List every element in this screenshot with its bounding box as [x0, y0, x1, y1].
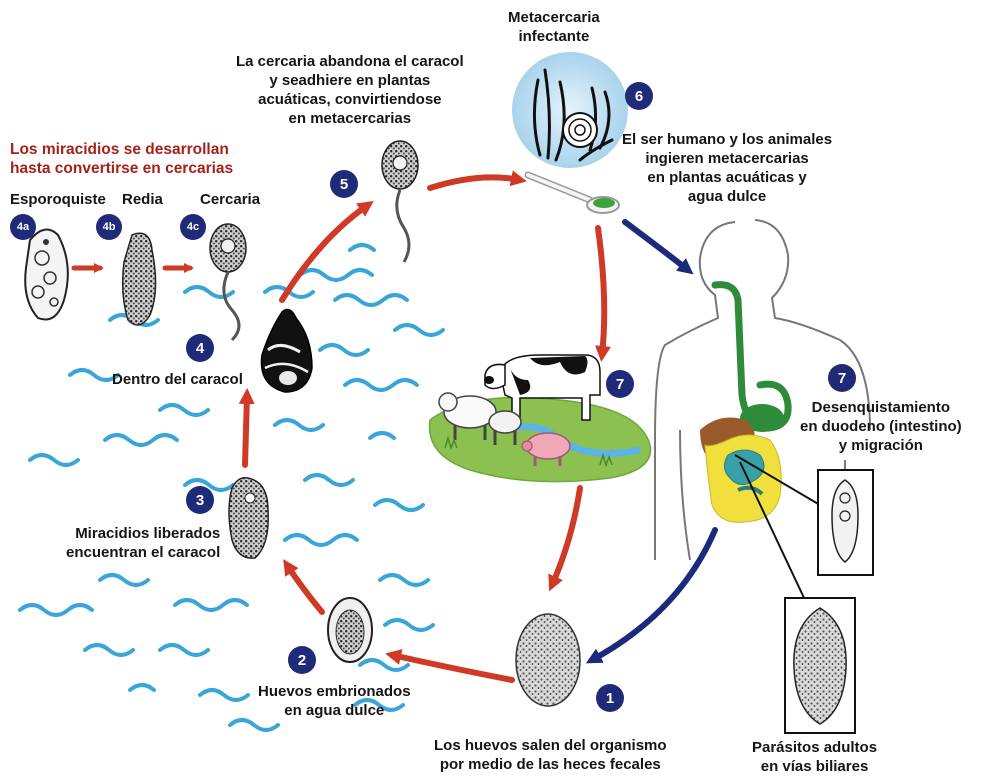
badge-4b: 4b [96, 214, 122, 240]
stage5-line1: La cercaria abandona el caracol [236, 52, 464, 71]
stage1-line1: Los huevos salen del organismo [434, 736, 667, 755]
badge-4c: 4c [180, 214, 206, 240]
metacercaria-line1: Metacercaria [508, 8, 600, 27]
badge-7-animals: 7 [606, 370, 634, 398]
adults-line1: Parásitos adultos [752, 738, 877, 757]
label-redia: Redia [122, 190, 163, 209]
egg-feces-image [516, 614, 580, 706]
free-cercaria-image [382, 141, 418, 262]
snail-image [261, 310, 312, 392]
stage6-line3: en plantas acuáticas y [622, 168, 832, 187]
miracidium-image [229, 478, 268, 558]
label-metacercaria-infectante: Metacercaria infectante [508, 8, 600, 46]
stage3-line1: Miracidios liberados [66, 524, 220, 543]
badge-4: 4 [186, 334, 214, 362]
label-esporoquiste: Esporoquiste [10, 190, 106, 209]
badge-4a: 4a [10, 214, 36, 240]
label-stage-1: Los huevos salen del organismo por medio… [434, 736, 667, 774]
label-adult-parasites: Parásitos adultos en vías biliares [752, 738, 877, 776]
stage2-line2: en agua dulce [258, 701, 411, 720]
stage2-line1: Huevos embrionados [258, 682, 411, 701]
badge-7-human: 7 [828, 364, 856, 392]
adult-parasite-inset [785, 598, 855, 733]
badge-1: 1 [596, 684, 624, 712]
stage7-line1: Desenquistamiento [800, 398, 962, 417]
badge-3: 3 [186, 486, 214, 514]
metacercaria-line2: infectante [508, 27, 600, 46]
badge-2: 2 [288, 646, 316, 674]
stage6-line1: El ser humano y los animales [622, 130, 832, 149]
label-stage-6: El ser humano y los animales ingieren me… [622, 130, 832, 206]
spoon-image [528, 175, 619, 213]
label-stage-7: Desenquistamiento en duodeno (intestino)… [800, 398, 962, 455]
stage6-line4: agua dulce [622, 187, 832, 206]
stage3-line2: encuentran el caracol [66, 543, 220, 562]
miracidia-heading-line2: hasta convertirse en cercarias [10, 159, 233, 178]
embryonated-egg-image [328, 598, 372, 662]
adults-line2: en vías biliares [752, 757, 877, 776]
stage5-line2: y seadhiere en plantas [236, 71, 464, 90]
badge-5: 5 [330, 170, 358, 198]
stage5-line4: en metacercarias [236, 109, 464, 128]
stage7-line2: en duodeno (intestino) [800, 417, 962, 436]
miracidia-heading-line1: Los miracidios se desarrollan [10, 140, 233, 159]
metacercaria-image [512, 52, 628, 168]
stage1-line2: por medio de las heces fecales [434, 755, 667, 774]
redia-image [123, 233, 156, 325]
label-stage-3: Miracidios liberados encuentran el carac… [66, 524, 220, 562]
label-stage-5: La cercaria abandona el caracol y seadhi… [236, 52, 464, 128]
label-cercaria: Cercaria [200, 190, 260, 209]
stage6-line2: ingieren metacercarias [622, 149, 832, 168]
sporocyst-image [25, 230, 68, 320]
miracidia-heading: Los miracidios se desarrollan hasta conv… [10, 140, 233, 178]
label-dentro-caracol: Dentro del caracol [112, 370, 243, 389]
stage7-line3: y migración [800, 436, 962, 455]
label-stage-2: Huevos embrionados en agua dulce [258, 682, 411, 720]
stage5-line3: acuáticas, convirtiendose [236, 90, 464, 109]
cercaria-image [210, 224, 246, 340]
badge-6: 6 [625, 82, 653, 110]
excystment-inset [818, 470, 873, 575]
